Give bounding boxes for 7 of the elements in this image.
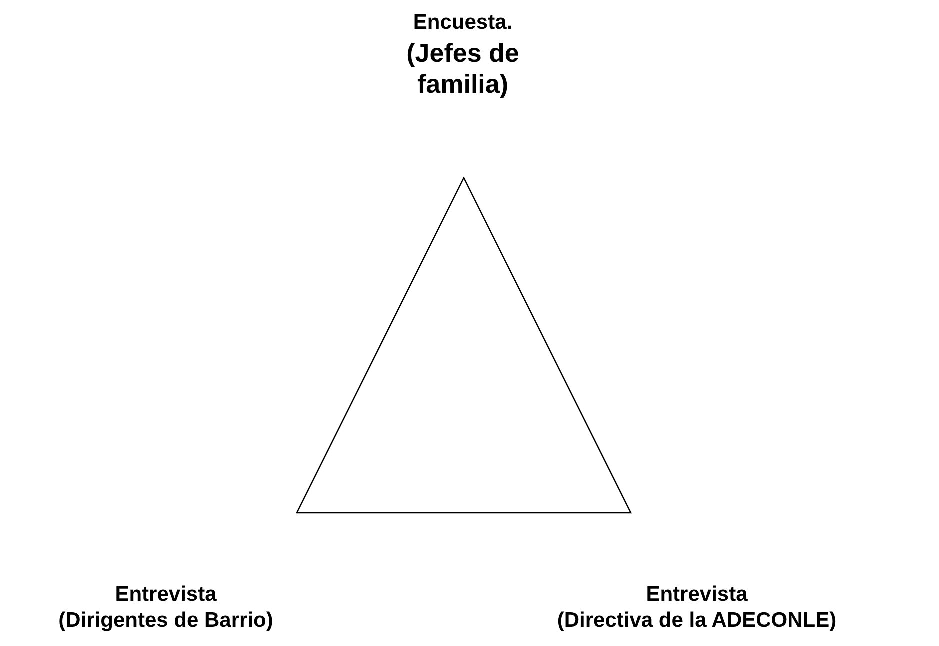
vertex-label: Entrevista: [114, 582, 218, 608]
vertex-label: (Directiva de la ADECONLE): [556, 608, 838, 634]
vertex-label: Entrevista: [645, 582, 749, 608]
vertex-label: Encuesta.: [412, 10, 514, 36]
vertex-label: (Jefes de familia): [406, 38, 520, 100]
vertex-label: (Dirigentes de Barrio): [58, 608, 274, 634]
triangle-shape: [296, 177, 632, 514]
